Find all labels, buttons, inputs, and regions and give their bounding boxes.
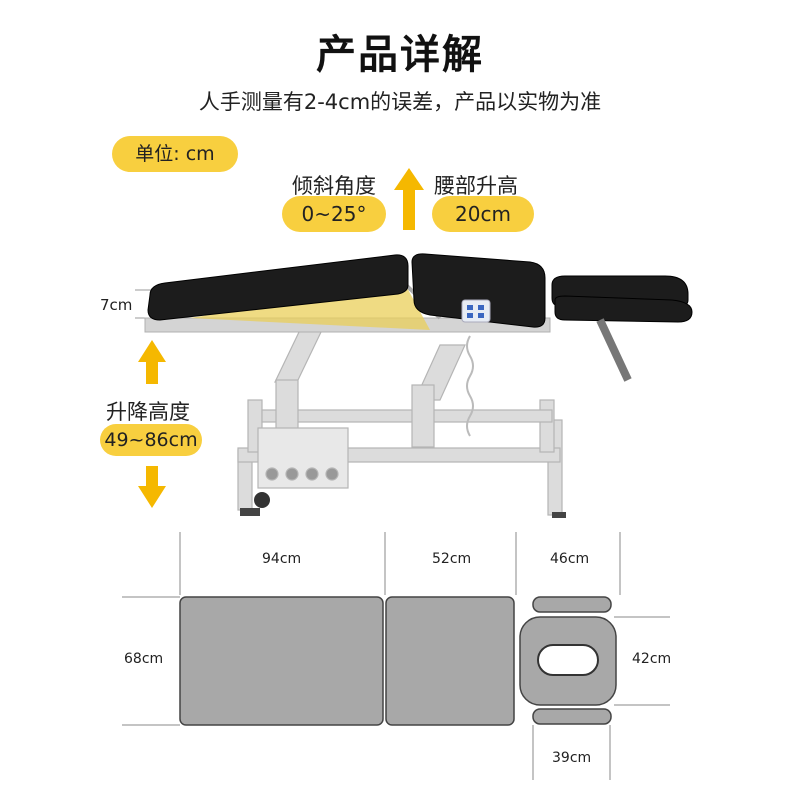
caster-wheel xyxy=(254,492,270,508)
lift-up-arrow-icon xyxy=(394,168,424,230)
page-title: 产品详解 xyxy=(316,32,484,78)
waist-lift-label: 腰部升高 xyxy=(434,174,518,198)
arm-rest-pad xyxy=(532,596,612,613)
waist-lift-badge: 20cm xyxy=(432,196,534,232)
page-subtitle: 人手测量有2-4cm的误差，产品以实物为准 xyxy=(198,90,602,114)
face-hole xyxy=(537,644,599,676)
dimension-guides xyxy=(122,532,670,780)
unit-badge: 单位: cm xyxy=(112,136,238,172)
height-down-arrow-icon xyxy=(138,466,166,508)
body-section-pad xyxy=(179,596,384,726)
height-range-label: 升降高度 xyxy=(106,400,190,424)
foot-pad xyxy=(240,508,260,516)
height-range-badge: 49~86cm xyxy=(100,424,202,456)
headrest-support xyxy=(596,318,632,382)
table-base-frame xyxy=(237,329,563,516)
height-up-arrow-icon xyxy=(138,340,166,384)
head-width-label: 42cm xyxy=(632,651,672,667)
cushion-thickness-label: 7cm xyxy=(100,296,133,314)
foot-pad xyxy=(552,512,566,518)
arm-rest-pad xyxy=(532,708,612,725)
middle-section-pad xyxy=(385,596,515,726)
remote-control xyxy=(461,299,491,323)
table-cushions xyxy=(147,253,693,328)
face-hole-span-label: 39cm xyxy=(552,750,592,766)
remote-cord xyxy=(466,335,474,437)
section2-length-label: 52cm xyxy=(432,551,472,567)
tilt-angle-badge: 0~25° xyxy=(282,196,386,232)
table-width-label: 68cm xyxy=(124,651,164,667)
tilt-angle-label: 倾斜角度 xyxy=(292,174,376,198)
head-length-label: 46cm xyxy=(550,551,590,567)
section1-length-label: 94cm xyxy=(262,551,302,567)
